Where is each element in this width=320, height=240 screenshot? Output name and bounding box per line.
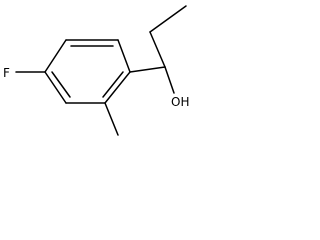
side-chain-bond-ring [129,66,166,73]
ring-bond-lower-right [104,71,131,104]
methyl-bond [104,102,119,136]
ring-bond-lower-left-inner [51,71,71,98]
structural-formula: F OH [3,5,189,136]
ring-bond-lower-right-inner [102,71,124,98]
fluorine-label: F [3,66,10,80]
hydroxyl-label: OH [171,95,189,109]
side-chain-bond-ethyl-1 [149,31,166,68]
hydroxyl-bond [164,66,175,94]
ring-bond-upper-right [117,39,131,73]
ring-bond-lower-left [44,71,67,104]
ring-bond-upper-left [44,39,67,73]
benzene-ring [44,39,131,104]
side-chain-bond-ethyl-2 [149,5,187,33]
